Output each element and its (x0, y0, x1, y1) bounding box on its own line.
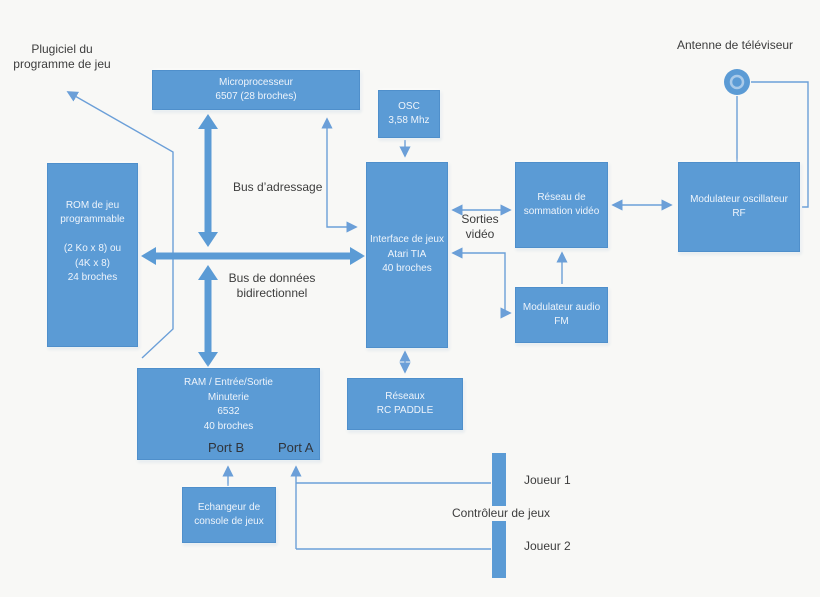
node-microprocessor: Microprocesseur 6507 (28 broches) (152, 70, 360, 110)
node-game-rom: ROM de jeu programmable (2 Ko x 8) ou (4… (47, 163, 138, 347)
controller-connector-bar-top (492, 453, 506, 506)
node-tia-interface: Interface de jeux Atari TIA 40 broches (366, 162, 448, 348)
antenna-icon-inner-ring (729, 74, 745, 90)
antenna-label: Antenne de téléviseur (676, 38, 794, 52)
antenna-icon (724, 69, 750, 95)
wire-antenna-to-rf-side (751, 81, 809, 208)
data-bus-arrow (141, 247, 365, 265)
node-rc-paddle-network: Réseaux RC PADDLE (347, 378, 463, 430)
data-bus-label: Bus de données bidirectionnel (228, 271, 316, 300)
port-b-label: Port B (208, 440, 245, 455)
node-ram-io-timer: RAM / Entrée/Sortie Minuterie 6532 40 br… (137, 368, 320, 460)
wire-cartridge-plug-in-pointer (66, 91, 174, 359)
controller-label: Contrôleur de jeux (452, 506, 551, 520)
address-bus-label: Bus d’adressage (233, 180, 323, 194)
wire-micro-to-tia (321, 117, 358, 233)
player1-label: Joueur 1 (524, 473, 571, 487)
node-console-exchanger: Echangeur de console de jeux (182, 487, 276, 543)
controller-connector-bar-bottom (492, 521, 506, 578)
wire-tia-audio-fm (451, 247, 512, 319)
data-bus-vertical-arrow (198, 265, 218, 367)
node-video-summation: Réseau de sommation vidéo (515, 162, 608, 248)
address-bus-arrow (198, 114, 218, 247)
plug-in-label: Plugiciel du programme de jeu (13, 42, 111, 71)
node-rf-modulator: Modulateur oscillateur RF (678, 162, 800, 252)
video-out-label: Sorties vidéo (461, 212, 499, 241)
port-a-label: Port A (278, 440, 314, 455)
player2-label: Joueur 2 (524, 539, 571, 553)
node-audio-fm-modulator: Modulateur audio FM (515, 287, 608, 343)
node-oscillator: OSC 3,58 Mhz (378, 90, 440, 138)
